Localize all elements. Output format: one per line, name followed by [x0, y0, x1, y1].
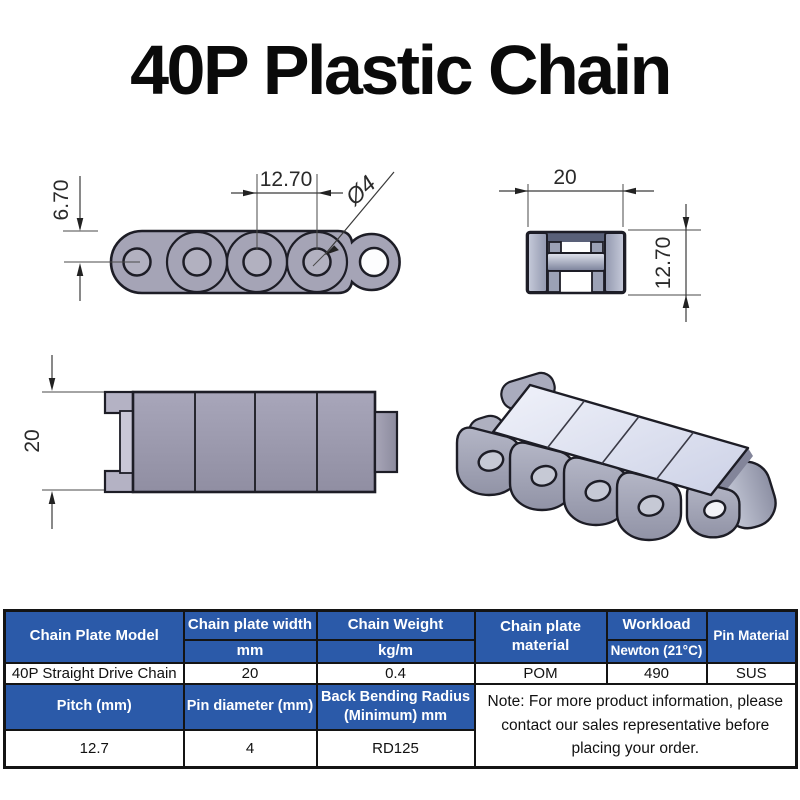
- page-title: 40P Plastic Chain: [130, 31, 672, 109]
- header-chain-plate-model: Chain Plate Model: [3, 609, 185, 664]
- header-chain-weight: Chain Weight: [315, 609, 476, 641]
- value-weight: 0.4: [315, 661, 476, 685]
- dim-12-70-pitch: 12.70: [231, 168, 343, 250]
- dim-text-12-70: 12.70: [260, 168, 313, 191]
- top-view-right-tab: [373, 410, 399, 474]
- dim-text-20-top: 20: [21, 429, 44, 452]
- dim-text-pin-diameter: Ø4: [340, 170, 381, 211]
- header-workload-unit: Newton (21°C): [605, 638, 708, 664]
- note-text: Note: For more product information, plea…: [473, 682, 798, 769]
- side-view-drawing: 6.70 12.70 Ø4: [50, 168, 401, 301]
- dim-6-70: 6.70: [50, 176, 98, 301]
- dim-text-12-70-height: 12.70: [652, 237, 675, 290]
- value-model: 40P Straight Drive Chain: [3, 661, 185, 685]
- header-width-unit: mm: [182, 638, 318, 664]
- value-pin-material: SUS: [705, 661, 798, 685]
- value-material: POM: [473, 661, 608, 685]
- header-workload: Workload: [605, 609, 708, 641]
- value-width: 20: [182, 661, 318, 685]
- dim-20-top: 20: [21, 355, 136, 529]
- top-view-drawing: 20: [21, 355, 399, 529]
- value-workload: 490: [605, 661, 708, 685]
- header-chain-plate-material: Chain plate material: [473, 609, 608, 664]
- header-pin-diameter: Pin diameter (mm): [182, 682, 318, 731]
- spec-table: Chain Plate Model Chain plate width Chai…: [3, 609, 798, 769]
- header-weight-unit: kg/m: [315, 638, 476, 664]
- dim-12-70-height: 12.70: [628, 204, 701, 322]
- dim-20-width: 20: [499, 166, 654, 227]
- header-pin-material: Pin Material: [705, 609, 798, 664]
- iso-link-plates: [455, 426, 741, 542]
- pin-hole-empty: [358, 246, 390, 278]
- dim-text-6-70: 6.70: [50, 180, 73, 221]
- top-view-hook: [103, 390, 135, 494]
- top-view-body: [131, 390, 399, 494]
- value-pin-diameter: 4: [182, 728, 318, 769]
- end-view-drawing: 20 12.70: [499, 166, 701, 322]
- pin-hole: [242, 247, 272, 277]
- iso-view-drawing: [455, 371, 777, 542]
- header-back-bending-radius: Back Bending Radius (Minimum) mm: [315, 682, 476, 731]
- end-view-link-body: [525, 230, 627, 295]
- iso-top-surface: [491, 383, 750, 497]
- pin-hole: [182, 247, 212, 277]
- header-pitch: Pitch (mm): [3, 682, 185, 731]
- technical-drawings: 6.70 12.70 Ø4 20: [21, 166, 777, 542]
- value-pitch: 12.7: [3, 728, 185, 769]
- dim-text-20: 20: [553, 166, 576, 189]
- header-chain-plate-width: Chain plate width: [182, 609, 318, 641]
- value-back-bending-radius: RD125: [315, 728, 476, 769]
